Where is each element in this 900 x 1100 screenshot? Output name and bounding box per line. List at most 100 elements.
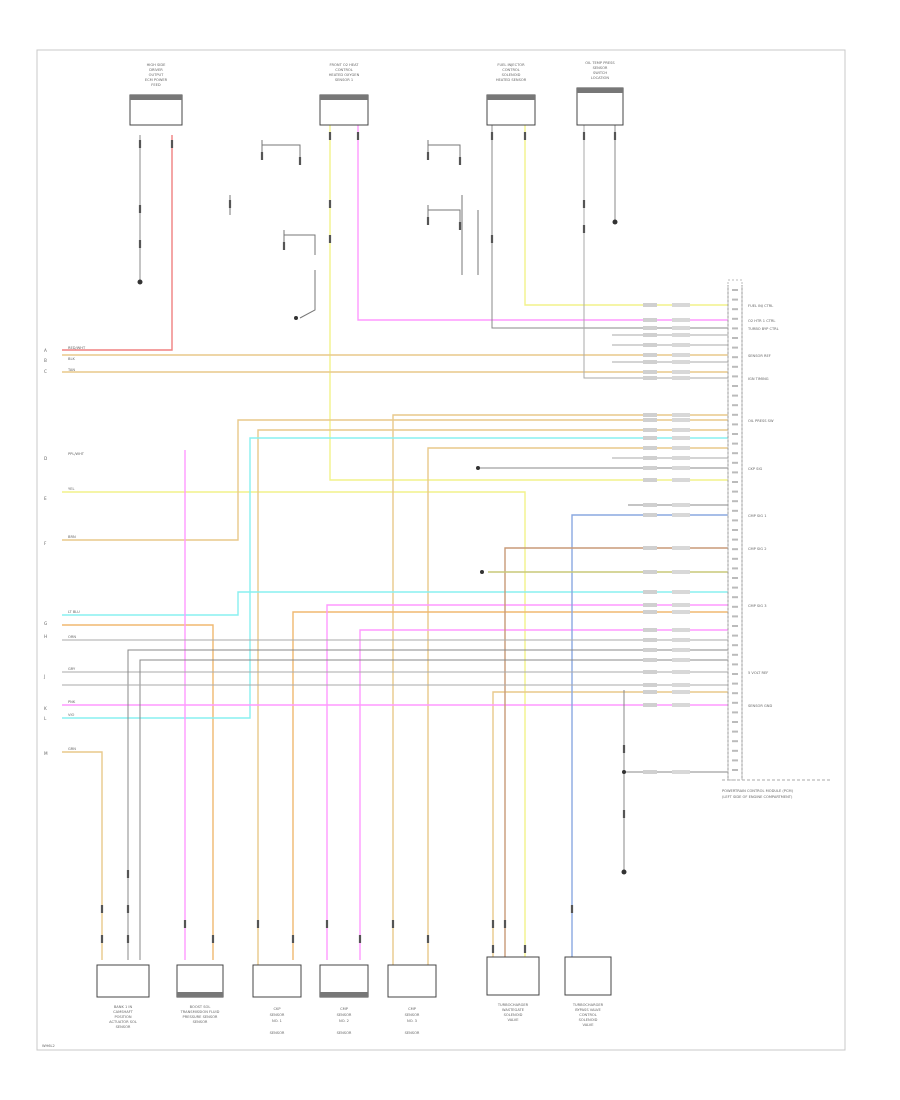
pcm-pin: [732, 586, 738, 589]
pin-function: CMP SIG 2: [748, 547, 766, 551]
pcm-pin: [732, 596, 738, 599]
wire-code-patch: [643, 603, 657, 607]
svg-text:PRESSURE SENSOR: PRESSURE SENSOR: [183, 1015, 218, 1019]
ground-symbols: [137, 219, 627, 875]
wire-code-patch: [643, 413, 657, 417]
wire-code-patch: [672, 648, 690, 652]
pcm-pin: [732, 557, 738, 560]
bottom-component-2: [176, 964, 224, 998]
wire-code: LT BLU: [68, 610, 80, 614]
wire-code-patch: [643, 333, 657, 337]
svg-text:SENSOR: SENSOR: [116, 1025, 131, 1029]
pcm-pin: [732, 490, 738, 493]
left-label: E: [44, 496, 47, 501]
wire-tan-6: [257, 429, 728, 990]
splice-icon: [480, 570, 484, 574]
pcm-pin: [732, 433, 738, 435]
wire-code-patch: [643, 318, 657, 322]
pcm-pin: [732, 404, 738, 407]
wire-orange-1: [292, 611, 728, 960]
module-label: POWERTRAIN CONTROL MODULE (PCM): [722, 789, 794, 793]
svg-text:NO. 1: NO. 1: [272, 1019, 282, 1023]
left-label: F: [44, 541, 47, 546]
pcm-pin: [732, 327, 738, 330]
svg-text:FRONT O2 HEAT: FRONT O2 HEAT: [329, 63, 359, 67]
wire-code: PNK: [68, 700, 76, 704]
svg-text:CKP: CKP: [273, 1007, 281, 1011]
wire-code-patch: [672, 770, 690, 774]
wire-code-patch: [672, 478, 690, 482]
pin-function: CMP SIG 1: [748, 514, 766, 518]
wire-code-patch: [672, 466, 690, 470]
pcm-pin: [732, 692, 738, 695]
diagram-frame: [36, 49, 846, 1051]
wire-code-patch: [643, 428, 657, 432]
wire-cyan-2: [62, 437, 728, 719]
wire-code-patch: [672, 376, 690, 380]
wire-code-patches: [643, 303, 690, 774]
pcm-pin: [732, 346, 738, 349]
pin-function: CKP SIG: [748, 467, 763, 471]
pcm-pin: [732, 375, 738, 378]
wire-code-patch: [672, 570, 690, 574]
left-label: K: [44, 706, 47, 711]
wire-code-patch: [643, 690, 657, 694]
wire-code: PPL/WHT: [68, 452, 85, 456]
svg-text:TURBOCHARGER: TURBOCHARGER: [572, 1003, 604, 1007]
pcm-pin: [732, 500, 738, 503]
svg-text:CONTROL: CONTROL: [335, 68, 353, 72]
svg-text:FEED: FEED: [151, 83, 161, 87]
pcm-pin: [732, 481, 738, 483]
wire-tan-5: [427, 447, 728, 990]
pin-function: OIL PRESS SW: [748, 419, 774, 423]
pin-function: CMP SIG 3: [748, 604, 766, 608]
pcm-pin: [732, 615, 738, 618]
wire-code-patch: [672, 638, 690, 642]
wire-code-patch: [672, 513, 690, 517]
pcm-pin: [732, 577, 738, 579]
wire-code-patch: [643, 466, 657, 470]
splice-icon: [294, 316, 298, 320]
ground-icon: [612, 219, 618, 225]
pcm-pin: [732, 759, 738, 762]
bottom-component-3: [252, 964, 302, 998]
wire-code-patch: [643, 418, 657, 422]
pcm-pin: [732, 385, 738, 387]
svg-text:SOLENOID: SOLENOID: [502, 73, 521, 77]
top-component-labels: HIGH SIDE DRIVER OUTPUT ECM POWER FEED F…: [145, 61, 616, 87]
pcm-pin: [732, 749, 738, 752]
svg-text:LOCATION: LOCATION: [591, 76, 609, 80]
svg-text:POSITION: POSITION: [114, 1015, 131, 1019]
connector-ticks: [100, 132, 626, 953]
left-label: D: [44, 456, 47, 461]
svg-text:TURBOCHARGER: TURBOCHARGER: [497, 1003, 529, 1007]
wire-code-patch: [643, 658, 657, 662]
svg-text:SOLENOID: SOLENOID: [504, 1013, 523, 1017]
pcm-pin: [732, 365, 738, 368]
bottom-component-footers: [177, 992, 368, 997]
svg-text:SENSOR: SENSOR: [593, 66, 608, 70]
wire-code-patch: [672, 610, 690, 614]
svg-text:ACTUATOR SOL: ACTUATOR SOL: [109, 1020, 137, 1024]
wire-code-patch: [643, 570, 657, 574]
wire-code: GRY: [68, 667, 76, 671]
svg-text:DRIVER: DRIVER: [149, 68, 163, 72]
pcm-pin: [732, 605, 738, 608]
wire-code-patch: [643, 370, 657, 374]
wire-code-patch: [643, 303, 657, 307]
wire-pink-4: [326, 604, 728, 960]
pcm-pin: [732, 663, 738, 666]
top-component-headers: [130, 88, 623, 100]
wire-code-patch: [643, 590, 657, 594]
wire-code-patch: [643, 610, 657, 614]
wire-code-patch: [643, 326, 657, 330]
wire-code-patch: [672, 353, 690, 357]
wire-code-patch: [643, 670, 657, 674]
pcm-pin: [732, 644, 738, 647]
svg-text:CMP: CMP: [340, 1007, 349, 1011]
wire-tan-7: [62, 751, 103, 960]
wire-red: [62, 135, 173, 351]
wire-code-patch: [672, 690, 690, 694]
wire-code-patch: [643, 546, 657, 550]
